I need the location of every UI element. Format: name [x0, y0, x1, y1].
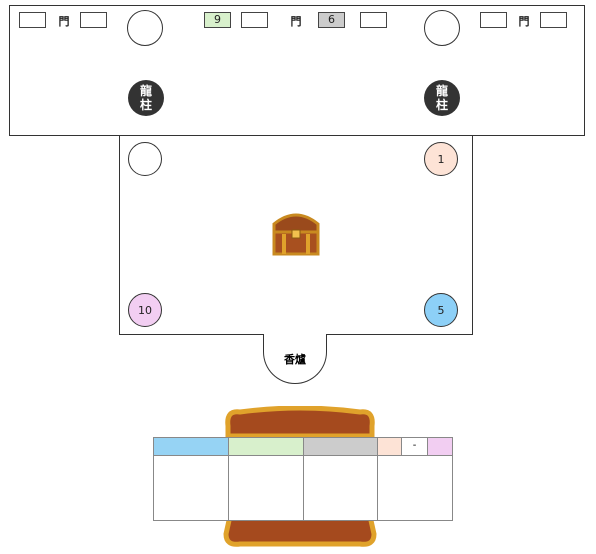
court-spot-bottom-right[interactable]: 5 [424, 293, 458, 327]
board-column-1[interactable] [154, 456, 229, 520]
board-header-separator: - [402, 438, 428, 456]
pillar-right-char-1: 龍 [435, 84, 448, 98]
slot-7[interactable] [480, 12, 507, 28]
gate-label-right: 門 [518, 15, 530, 28]
pillar-left-char-2: 柱 [139, 98, 152, 112]
player-board: - [153, 437, 453, 521]
incense-burner[interactable]: 香爐 [263, 334, 327, 384]
board-header-2 [229, 438, 304, 456]
slot-2[interactable] [80, 12, 107, 28]
incense-burner-label: 香爐 [284, 352, 306, 366]
slot-3[interactable]: 9 [204, 12, 231, 28]
slot-5[interactable]: 6 [318, 12, 345, 28]
pillar-right-char-2: 柱 [435, 98, 448, 112]
court-spot-top-right[interactable]: 1 [424, 142, 458, 176]
board-header-1 [154, 438, 229, 456]
board-header-4 [378, 438, 402, 456]
gate-label-left: 門 [58, 15, 70, 28]
court-spot-bottom-left[interactable]: 10 [128, 293, 162, 327]
slot-4[interactable] [241, 12, 268, 28]
board-column-4[interactable] [378, 456, 452, 520]
slot-6[interactable] [360, 12, 387, 28]
board-column-3[interactable] [304, 456, 378, 520]
hall-seat-left[interactable] [127, 10, 163, 46]
slot-8[interactable] [540, 12, 567, 28]
board-header-6 [428, 438, 452, 456]
pillar-left-char-1: 龍 [139, 84, 152, 98]
dragon-pillar-right: 龍 柱 [424, 80, 460, 116]
board-header-3 [304, 438, 378, 456]
wooden-table [220, 405, 380, 548]
hall-seat-right[interactable] [424, 10, 460, 46]
slot-1[interactable] [19, 12, 46, 28]
treasure-chest-icon[interactable] [270, 210, 322, 258]
board-column-2[interactable] [229, 456, 304, 520]
dragon-pillar-left: 龍 柱 [128, 80, 164, 116]
court-spot-top-left[interactable] [128, 142, 162, 176]
gate-label-center: 門 [290, 15, 302, 28]
